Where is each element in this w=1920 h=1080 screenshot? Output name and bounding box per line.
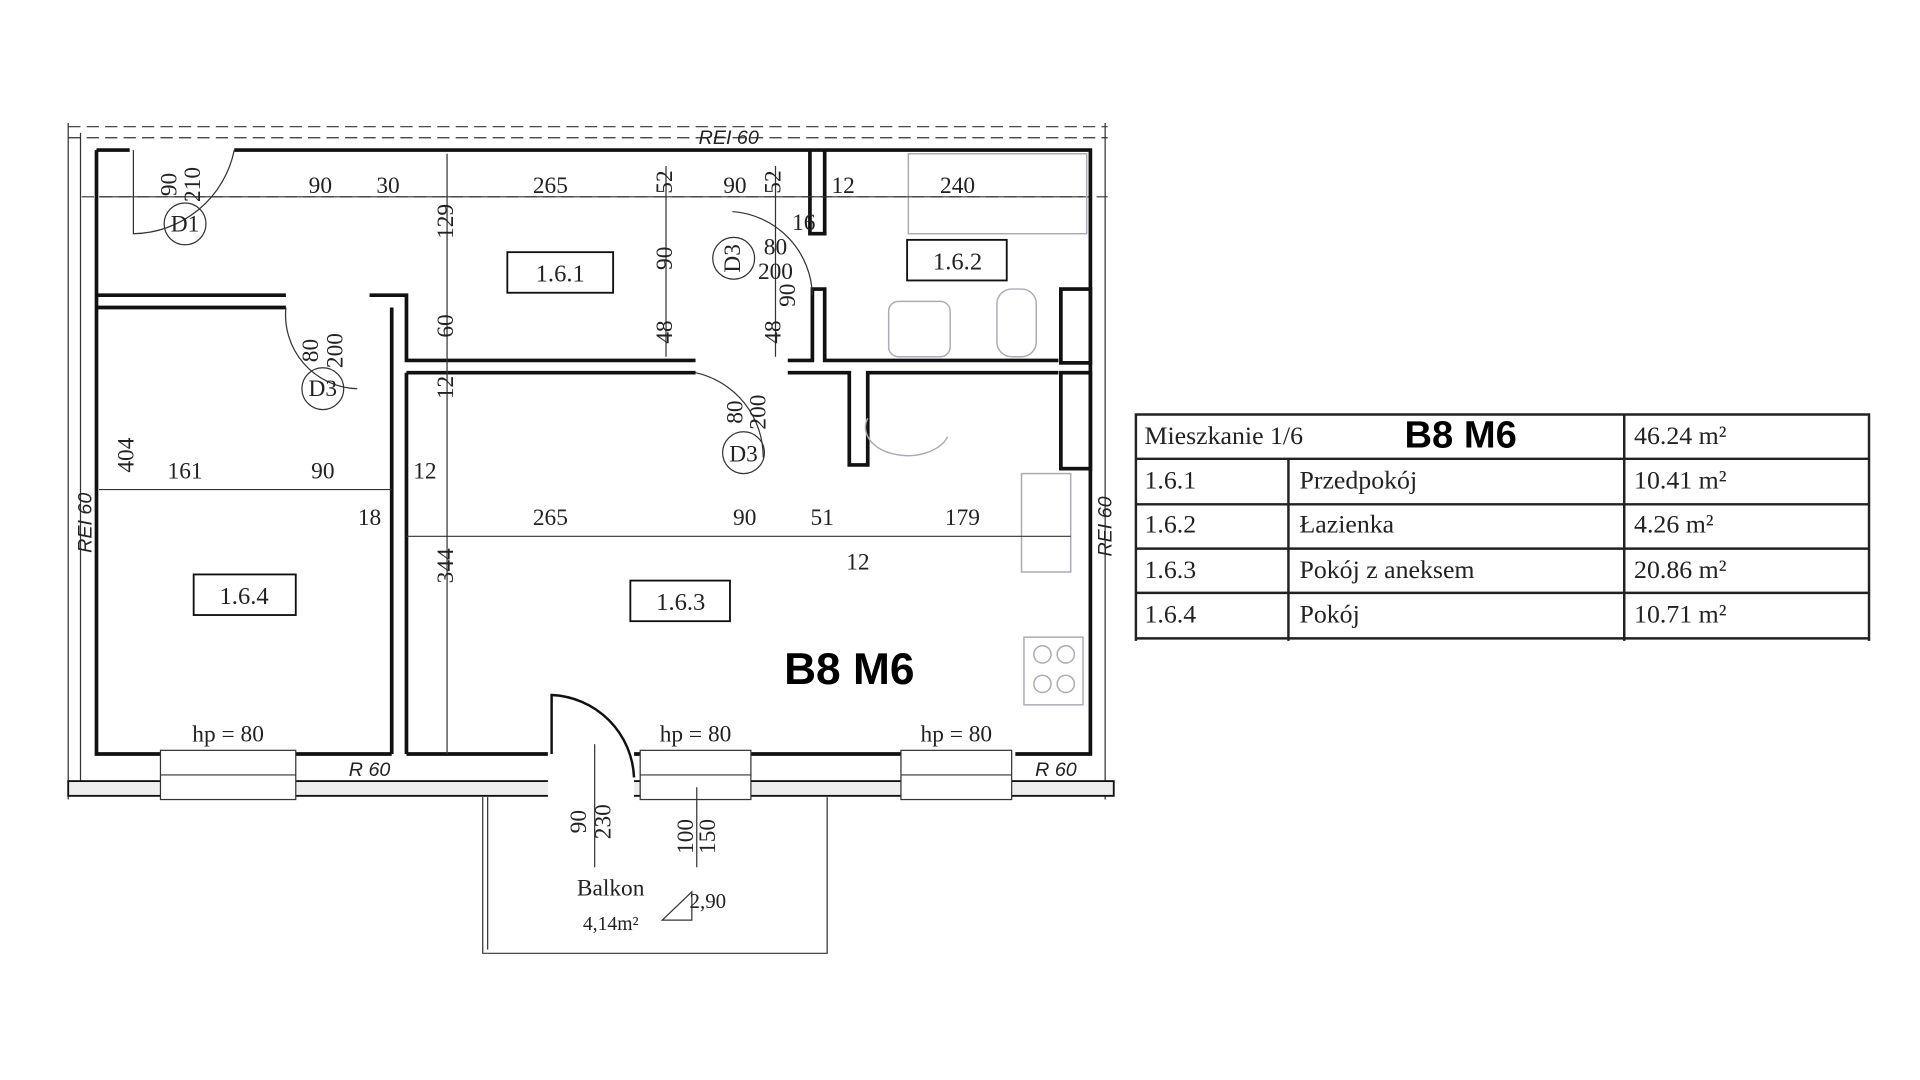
door-d3-label: D3	[720, 244, 746, 273]
dim: 200	[758, 259, 793, 285]
row-area: 10.41 m²	[1634, 465, 1727, 494]
row-area: 4.26 m²	[1634, 510, 1714, 539]
fire-label-bottom-right: R 60	[1035, 759, 1077, 781]
row-name: Pokój	[1299, 599, 1359, 628]
dim: 90	[309, 173, 332, 199]
table-row: 1.6.2 Łazienka 4.26 m²	[1145, 510, 1714, 539]
table-row: 1.6.4 Pokój 10.71 m²	[1145, 599, 1727, 628]
dim: 90	[311, 458, 334, 484]
table-row: 1.6.1 Przedpokój 10.41 m²	[1145, 465, 1727, 494]
plan-title: B8 M6	[784, 645, 914, 694]
dim: 80	[298, 339, 324, 362]
dim: 90	[775, 284, 801, 307]
dim: 200	[323, 333, 349, 368]
window-label: hp = 80	[192, 722, 264, 748]
row-id: 1.6.4	[1145, 599, 1197, 628]
dim: 30	[376, 173, 399, 199]
dim: 12	[433, 376, 459, 399]
dim: 80	[764, 235, 787, 261]
window-label: hp = 80	[660, 722, 732, 748]
dim: 210	[180, 167, 206, 202]
table-header-label: Mieszkanie 1/6	[1145, 421, 1304, 450]
row-id: 1.6.1	[1145, 465, 1197, 494]
dim: 12	[413, 458, 436, 484]
door-d3-label: D3	[729, 441, 758, 467]
dim: 240	[940, 173, 975, 199]
dim: 404	[113, 437, 139, 472]
dim: 179	[945, 505, 980, 531]
dim: 12	[831, 173, 854, 199]
window-label: hp = 80	[921, 722, 993, 748]
dim: 200	[746, 395, 772, 430]
fire-label-bottom-left: R 60	[349, 759, 391, 781]
fire-label-left: REI 60	[75, 493, 97, 553]
dim: 161	[168, 458, 203, 484]
row-name: Przedpokój	[1299, 465, 1417, 494]
outer-lines	[67, 123, 1114, 800]
door-d1-label: D1	[171, 211, 200, 237]
dim: 18	[358, 505, 381, 531]
fire-label-right: REI 60	[1094, 496, 1116, 556]
door-swings	[132, 149, 814, 778]
door-tags: D1 D3 D3 D3	[163, 202, 766, 475]
dim: 90	[723, 173, 746, 199]
balcony-area: 4,14m²	[583, 913, 639, 935]
balcony-label: Balkon	[577, 875, 645, 901]
row-area: 20.86 m²	[1634, 555, 1727, 584]
room-label-1-6-3: 1.6.3	[656, 589, 705, 616]
room-labels: 1.6.1 1.6.2 1.6.3 1.6.4	[192, 238, 1008, 623]
dim: 48	[652, 320, 678, 343]
dimension-labels: 90 30 265 52 90 52 12 240 90 210 129 60 …	[113, 167, 980, 854]
dim: 90	[156, 173, 182, 196]
row-name: Łazienka	[1299, 510, 1394, 539]
dim: 60	[433, 314, 459, 337]
dim: 90	[733, 505, 756, 531]
balcony-level: 2,90	[690, 889, 727, 913]
area-table: Mieszkanie 1/6 B8 M6 46.24 m² 1.6.1 Prze…	[1134, 413, 1871, 641]
door-d3-label: D3	[309, 376, 338, 402]
dim: 344	[433, 548, 459, 583]
dim: 16	[792, 210, 815, 236]
dim: 52	[652, 170, 678, 193]
dim: 51	[811, 505, 834, 531]
fixtures	[864, 153, 1088, 706]
dim: 90	[652, 247, 678, 270]
dim: 12	[846, 550, 869, 576]
dim: 129	[433, 204, 459, 239]
room-label-1-6-4: 1.6.4	[220, 583, 269, 610]
dim: 100	[673, 819, 699, 854]
dim: 150	[695, 819, 721, 854]
fire-label-top: REI 60	[699, 127, 759, 149]
windows	[159, 749, 1013, 801]
room-label-1-6-1: 1.6.1	[536, 261, 585, 288]
table-header-code: B8 M6	[1404, 414, 1516, 457]
dim: 48	[760, 320, 786, 343]
room-label-1-6-2: 1.6.2	[933, 248, 982, 275]
dim: 90	[566, 810, 592, 833]
row-area: 10.71 m²	[1634, 599, 1727, 628]
table-row: 1.6.3 Pokój z aneksem 20.86 m²	[1145, 555, 1727, 584]
row-id: 1.6.2	[1145, 510, 1197, 539]
row-id: 1.6.3	[1145, 555, 1197, 584]
dim: 80	[722, 400, 748, 423]
row-name: Pokój z aneksem	[1299, 555, 1474, 584]
dim: 265	[533, 505, 568, 531]
dim: 265	[533, 173, 568, 199]
dim: 52	[760, 170, 786, 193]
dimension-lines	[98, 153, 1084, 755]
table-header-area: 46.24 m²	[1634, 421, 1727, 450]
